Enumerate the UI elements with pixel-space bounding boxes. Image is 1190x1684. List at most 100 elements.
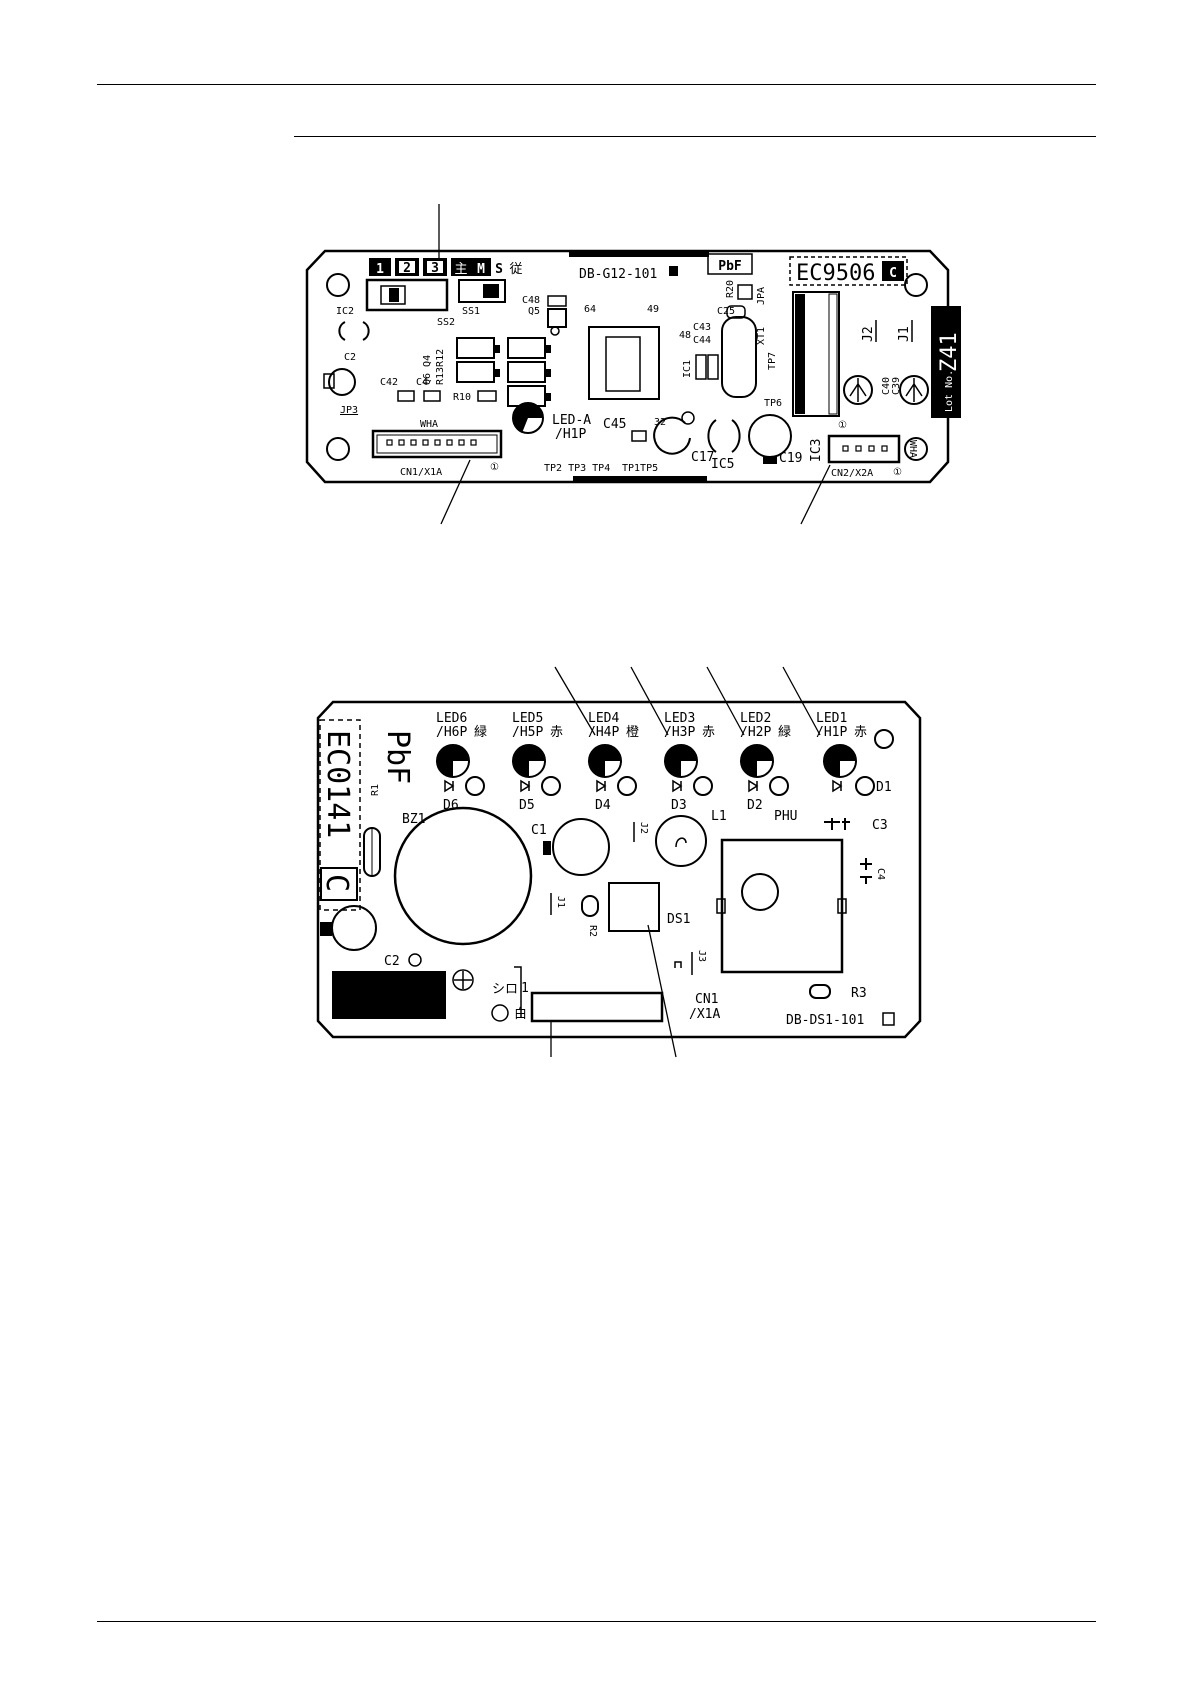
led6-color: 緑	[474, 725, 487, 740]
label-cn1-x1a: CN1/X1A	[400, 467, 442, 478]
label-ic5: IC5	[711, 457, 734, 472]
ic-block-right	[792, 291, 840, 417]
label-tp6: TP6	[764, 398, 782, 409]
led5-sub: /H5P	[512, 725, 543, 740]
label-led-a: LED-A	[552, 413, 591, 428]
label-q5: Q5	[528, 306, 540, 317]
led1-sub: /H1P	[816, 725, 847, 740]
footer-rule	[97, 1621, 1096, 1622]
black-block	[332, 971, 446, 1019]
led1-name: LED1	[816, 711, 847, 726]
crystal-xt1	[721, 316, 757, 398]
label-c2: C2	[344, 352, 356, 363]
part-number-1: DB-G12-101	[579, 267, 657, 282]
led-3: LED3 /H3P 赤 D3	[664, 711, 715, 813]
controller-pcb: 1 2 3 主 M S 従 SS2 SS1 DB-G12-101 PbF EC9…	[305, 204, 962, 525]
label-r1: R1	[370, 784, 381, 796]
led2-color: 緑	[778, 725, 791, 740]
led-1: LED1 /H1P 赤 D1	[816, 711, 892, 796]
led2-sub: /H2P	[740, 725, 771, 740]
label-c44: C44	[693, 335, 711, 346]
label-l1: L1	[711, 809, 727, 824]
label-tp-left: TP2 TP3 TP4	[544, 463, 610, 474]
label-j1-b1: J1	[897, 326, 912, 342]
label-shiro: シロ	[492, 982, 518, 997]
led6-name: LED6	[436, 711, 467, 726]
label-h1p-a: /H1P	[555, 427, 586, 442]
label-jpa: JPA	[756, 287, 767, 305]
mcu-ic	[588, 326, 660, 400]
label-c4-b2: C4	[875, 868, 886, 880]
label-cn2-x2a: CN2/X2A	[831, 468, 873, 479]
lot-value: Z41	[937, 332, 962, 372]
label-j1-b2: J1	[555, 896, 566, 908]
ec-suffix-2: C	[319, 874, 354, 892]
label-cn1-pin1: ①	[490, 462, 499, 473]
module-phu	[720, 838, 844, 974]
label-bz1: BZ1	[402, 812, 425, 827]
label-ic1: IC1	[682, 360, 693, 378]
switch-ss1	[458, 279, 506, 303]
label-ds1: DS1	[667, 912, 690, 927]
led4-name: LED4	[588, 711, 619, 726]
pbf-mark-1: PbF	[718, 259, 742, 274]
part-number-2: DB-DS1-101	[786, 1013, 864, 1028]
led4-sub: /H4P	[588, 725, 619, 740]
label-c45: C45	[603, 417, 626, 432]
label-r10: R10	[453, 392, 471, 403]
lot-badge	[931, 306, 961, 418]
display-pcb: EC0141 C PbF LED6 /H6P 緑 D6 LED5 /H5P 赤	[316, 666, 922, 1058]
label-pin-one: 1	[521, 981, 529, 996]
header-rule-sub	[294, 136, 1096, 137]
label-x1a-b2: /X1A	[689, 1007, 720, 1022]
led5-name: LED5	[512, 711, 543, 726]
label-tp-right: TP1TP5	[622, 463, 658, 474]
label-cn1-b2: CN1	[695, 992, 718, 1007]
switch-label-sub: 従	[509, 262, 522, 277]
label-c40: C40	[881, 377, 892, 395]
label-c42: C42	[380, 377, 398, 388]
label-ic3: IC3	[809, 439, 824, 462]
label-c17: C17	[691, 450, 714, 465]
led5-color: 赤	[550, 725, 563, 740]
label-c25: C25	[717, 306, 735, 317]
label-tp7: TP7	[767, 352, 778, 370]
label-d3: D3	[671, 798, 687, 813]
label-jp3: JP3	[340, 405, 358, 416]
led-row: LED6 /H6P 緑 D6 LED5 /H5P 赤 D5	[436, 711, 892, 813]
label-c43: C43	[693, 322, 711, 333]
led4-color: 橙	[626, 725, 639, 740]
connector-cn1-x1a	[371, 429, 503, 459]
label-j2-b2: J2	[638, 822, 649, 834]
lot-label: Lot No.	[944, 370, 955, 412]
label-xt1: XT1	[756, 327, 767, 345]
switch-label-1: 1	[376, 262, 384, 277]
header-rule-top	[97, 84, 1096, 85]
label-r13r12: R13R12	[435, 349, 446, 385]
buzzer-bz1	[393, 806, 533, 946]
label-r3: R3	[851, 986, 867, 1001]
label-j2-b1: J2	[861, 326, 876, 342]
label-c19: C19	[779, 451, 802, 466]
switch-label-2: 2	[403, 261, 411, 276]
label-d2: D2	[747, 798, 763, 813]
label-j3: J3	[696, 950, 707, 962]
connector-cn2-x2a	[827, 434, 901, 464]
label-c3: C3	[872, 818, 888, 833]
led3-sub: /H3P	[664, 725, 695, 740]
label-pin49: 49	[647, 304, 659, 315]
pbf-mark-2: PbF	[380, 730, 415, 784]
label-wha-cn1: WHA	[420, 419, 438, 430]
label-wha-cn2: WHA	[907, 440, 918, 458]
label-r20: R20	[725, 280, 736, 298]
connector-cn1-b2	[530, 991, 664, 1023]
led-5: LED5 /H5P 赤 D5	[512, 711, 563, 813]
sensor-ds1	[608, 882, 660, 932]
label-ic2: IC2	[336, 306, 354, 317]
switch-label-main: 主	[454, 262, 467, 277]
label-pin64: 64	[584, 304, 596, 315]
label-ic3-pin1: ①	[838, 420, 847, 431]
label-q6q4: Q6 Q4	[422, 355, 433, 385]
led1-color: 赤	[854, 725, 867, 740]
